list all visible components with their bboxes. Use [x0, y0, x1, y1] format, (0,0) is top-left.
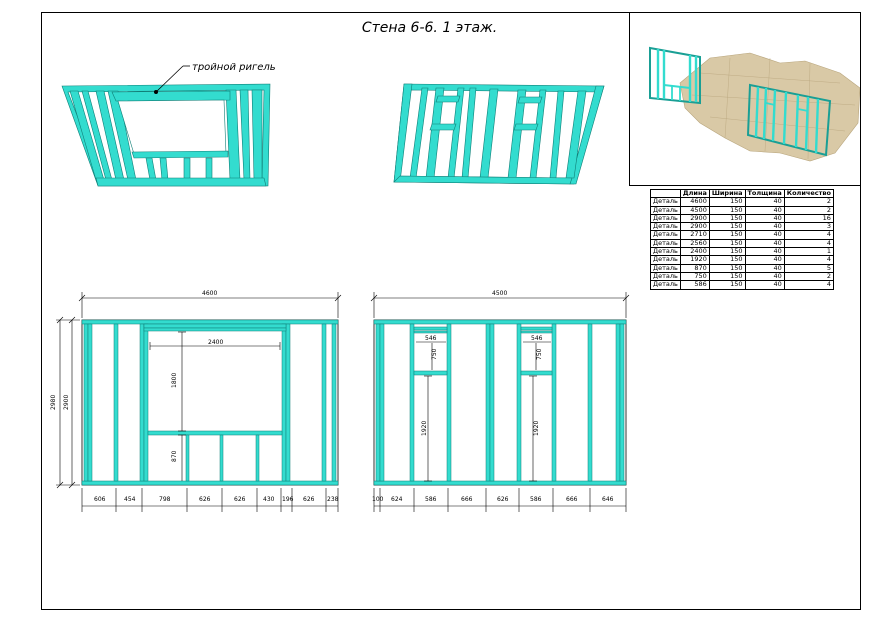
spec-value-cell: 1920 [679, 255, 710, 265]
page-title: Стена 6-6. 1 этаж. [0, 20, 879, 36]
dim-left-b7: 626 [303, 496, 315, 503]
render-3d-panel [629, 12, 861, 186]
elev-wall-left [81, 319, 339, 486]
elev-wall-right [373, 319, 627, 486]
spec-value-cell: 2900 [679, 222, 710, 232]
dim-chain-left-labels: 606 454 798 626 626 430 196 626 238 [94, 496, 339, 503]
spec-value-cell: 2710 [679, 230, 710, 240]
dim-left-b0: 606 [94, 496, 106, 503]
dim-750-a: 750 [431, 348, 438, 360]
dim-left-b6: 196 [282, 496, 294, 503]
spec-value-cell: 40 [744, 280, 785, 290]
dim-opening-width: 2400 [208, 339, 223, 346]
iso-wall-right [393, 83, 605, 185]
dim-chain-left [81, 488, 339, 512]
dim-1920-b: 1920 [533, 421, 540, 436]
rigel-leader-dot [154, 90, 158, 94]
dim-right-b5: 586 [530, 496, 542, 503]
dim-left-b3: 626 [199, 496, 211, 503]
dim-left-height-outer: 2980 [50, 395, 57, 410]
dim-left-b5: 430 [263, 496, 275, 503]
spec-value-cell: 2560 [679, 238, 710, 249]
floor-slab [679, 52, 860, 162]
render-wall-right [746, 83, 832, 157]
render-wall-left [649, 46, 701, 105]
dim-chain-right-labels: 100 624 586 666 626 586 666 646 [372, 496, 614, 503]
floor-joints [691, 57, 856, 160]
dim-right-b2: 586 [425, 496, 437, 503]
dim-sill-height: 870 [171, 450, 178, 462]
spec-value-cell: 4 [783, 280, 834, 290]
spec-header-cell: Количество [783, 188, 834, 199]
iso-wall-left [61, 83, 271, 187]
spec-value-cell: 4500 [679, 205, 710, 215]
spec-value-cell: 2900 [679, 213, 710, 224]
render-3d-image [649, 46, 860, 162]
spec-value-cell: 4600 [679, 197, 710, 207]
dim-line-left-width [78, 292, 342, 318]
spec-value-cell: 2400 [679, 247, 710, 257]
rigel-label: тройной ригель [192, 62, 276, 73]
drawing-frame [41, 12, 861, 610]
dim-right-b0: 100 [372, 496, 384, 503]
dim-right-width: 4500 [492, 290, 507, 297]
spec-header-cell: Длина [679, 188, 710, 199]
dim-right-b1: 624 [391, 496, 403, 503]
dim-right-b6: 666 [566, 496, 578, 503]
dim-546-a: 546 [425, 335, 437, 342]
spec-header-cell: Толщина [744, 188, 785, 199]
dim-right-b7: 646 [602, 496, 614, 503]
dim-line-right-width [370, 292, 630, 318]
dim-1920-a: 1920 [421, 421, 428, 436]
dim-right-b3: 666 [461, 496, 473, 503]
dim-left-b4: 626 [234, 496, 246, 503]
dim-chain-right [373, 488, 627, 512]
dim-left-b2: 798 [159, 496, 171, 503]
dim-line-left-height [56, 316, 80, 489]
dim-right-b4: 626 [497, 496, 509, 503]
dim-left-b8: 238 [327, 496, 339, 503]
spec-value-cell: 586 [679, 280, 710, 290]
dim-left-height-inner: 2900 [63, 395, 70, 410]
dim-750-b: 750 [536, 348, 543, 360]
spec-value-cell: 870 [679, 263, 710, 273]
spec-value-cell: 750 [679, 271, 710, 282]
dim-546-b: 546 [531, 335, 543, 342]
dim-left-b1: 454 [124, 496, 136, 503]
dim-opening-height: 1800 [171, 373, 178, 388]
page-title-text: Стена 6-6. 1 этаж. [361, 20, 498, 36]
dim-left-width: 4600 [202, 290, 217, 297]
rigel-leader-line [155, 65, 184, 93]
